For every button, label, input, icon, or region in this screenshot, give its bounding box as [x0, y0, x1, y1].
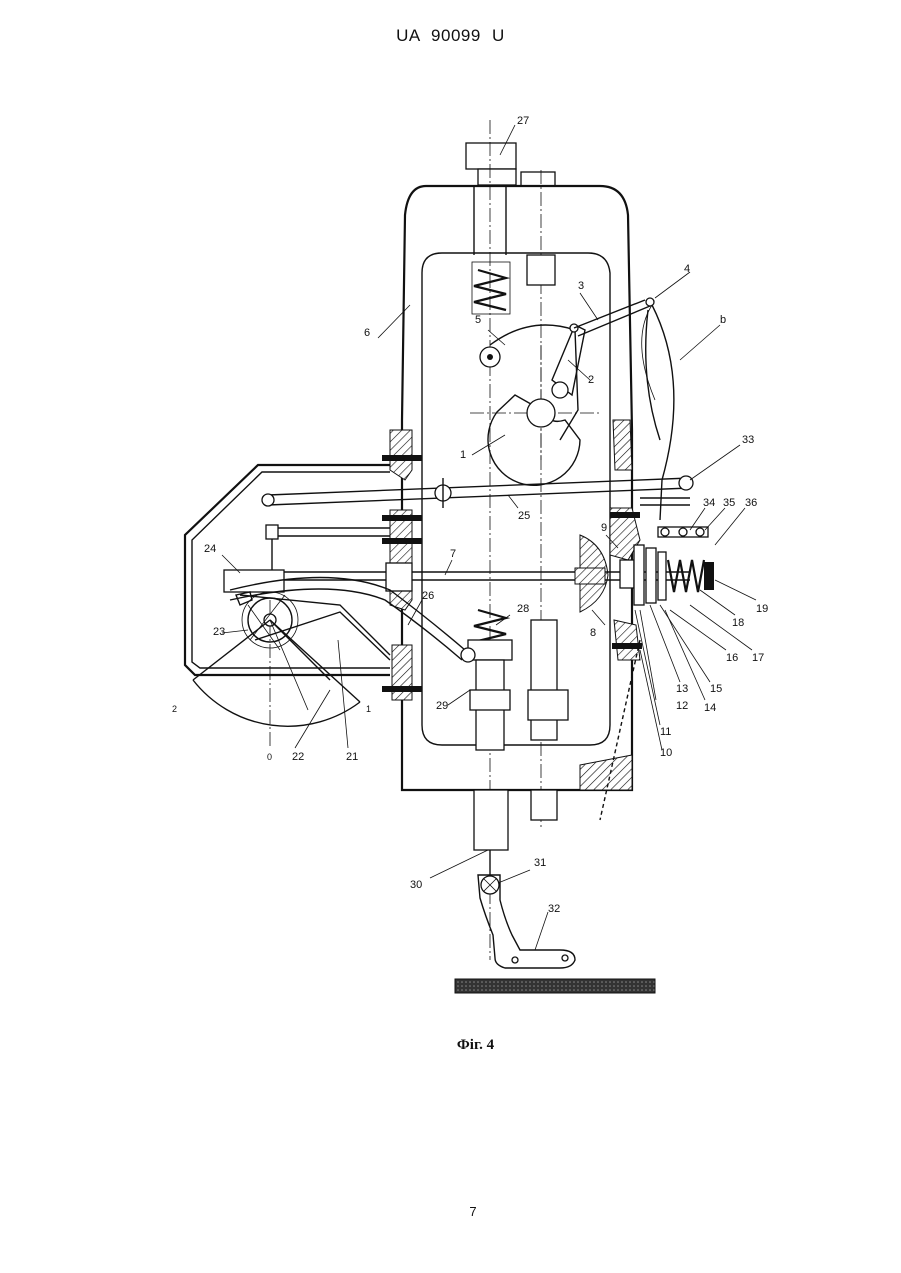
gear [236, 592, 390, 660]
figure-caption: Фіг. 4 [0, 1037, 901, 1054]
label-6: 6 [364, 327, 370, 339]
label-b: b [720, 314, 726, 326]
label-12: 12 [676, 700, 688, 712]
angle-label-1: 1 [366, 704, 371, 714]
label-28: 28 [517, 603, 529, 615]
label-5: 5 [475, 314, 481, 326]
angle-label-0: 0 [267, 752, 272, 762]
label-19: 19 [756, 603, 768, 615]
label-34: 34 [703, 497, 715, 509]
label-24: 24 [204, 543, 216, 555]
label-7: 7 [450, 548, 456, 560]
label-9: 9 [601, 522, 607, 534]
label-30: 30 [410, 879, 422, 891]
label-8: 8 [590, 627, 596, 639]
base-plate [455, 979, 655, 993]
label-35: 35 [723, 497, 735, 509]
guide-line [600, 640, 640, 820]
label-17: 17 [752, 652, 764, 664]
label-26: 26 [422, 590, 434, 602]
label-2: 2 [588, 374, 594, 386]
label-23: 23 [213, 626, 225, 638]
label-1: 1 [460, 449, 466, 461]
label-32: 32 [548, 903, 560, 915]
page-number: 7 [0, 1204, 901, 1219]
presser-bar [527, 255, 568, 820]
label-4: 4 [684, 263, 690, 275]
label-29: 29 [436, 700, 448, 712]
label-16: 16 [726, 652, 738, 664]
angle-label-2: 2 [172, 704, 177, 714]
label-13: 13 [676, 683, 688, 695]
side-cover [185, 465, 390, 675]
label-31: 31 [534, 857, 546, 869]
label-25: 25 [518, 510, 530, 522]
label-3: 3 [578, 280, 584, 292]
presser-foot [478, 875, 575, 968]
cable [642, 305, 674, 520]
part-labels: 27 4 3 b 6 5 2 1 33 25 34 35 36 9 24 7 1… [172, 115, 768, 915]
label-27: 27 [517, 115, 529, 127]
label-11: 11 [660, 726, 671, 738]
needle-bar [468, 185, 512, 878]
label-10: 10 [660, 747, 672, 759]
label-36: 36 [745, 497, 757, 509]
label-22: 22 [292, 751, 304, 763]
label-21: 21 [346, 751, 358, 763]
top-cap [466, 143, 555, 186]
label-18: 18 [732, 617, 744, 629]
center-lines [270, 120, 600, 960]
label-14: 14 [704, 702, 716, 714]
label-15: 15 [710, 683, 722, 695]
label-33: 33 [742, 434, 754, 446]
